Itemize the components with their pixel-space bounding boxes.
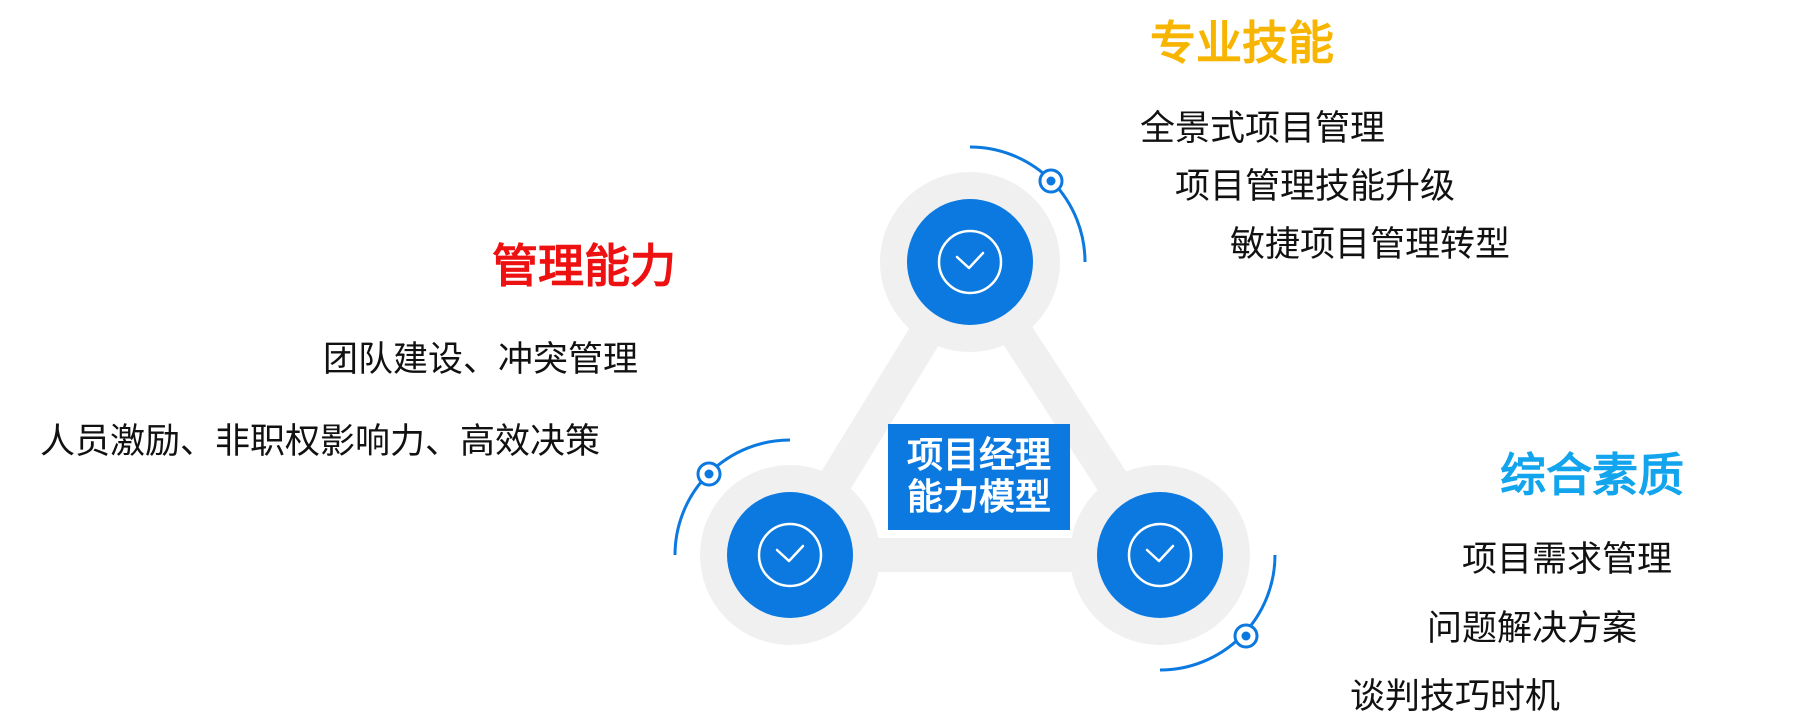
top-orbit-dot-icon [1038, 168, 1064, 194]
management-ability-item: 团队建设、冲突管理 [323, 340, 639, 380]
comprehensive-quality-item: 谈判技巧时机 [1350, 677, 1561, 717]
comprehensive-quality-item: 问题解决方案 [1427, 609, 1638, 649]
left-node-clock-check-icon [757, 522, 823, 588]
center-label: 项目经理 能力模型 [888, 424, 1070, 530]
top-node-clock-check-icon [937, 229, 1003, 295]
top-node [907, 199, 1033, 325]
right-orbit-dot-icon [1233, 623, 1259, 649]
professional-skill-item: 敏捷项目管理转型 [1230, 225, 1511, 265]
center-label-line-2: 能力模型 [906, 477, 1051, 518]
professional-skill-item: 项目管理技能升级 [1175, 167, 1456, 207]
management-ability-title: 管理能力 [492, 239, 676, 293]
left-node [727, 492, 853, 618]
professional-skill-item: 全景式项目管理 [1140, 109, 1386, 149]
left-orbit-dot-icon [696, 461, 722, 487]
center-label-line-1: 项目经理 [906, 435, 1051, 476]
right-node [1097, 492, 1223, 618]
right-node-clock-check-icon [1127, 522, 1193, 588]
management-ability-item: 人员激励、非职权影响力、高效决策 [40, 422, 601, 462]
professional-skills-title: 专业技能 [1150, 16, 1334, 70]
comprehensive-quality-item: 项目需求管理 [1462, 540, 1673, 580]
comprehensive-quality-title: 综合素质 [1500, 448, 1684, 502]
